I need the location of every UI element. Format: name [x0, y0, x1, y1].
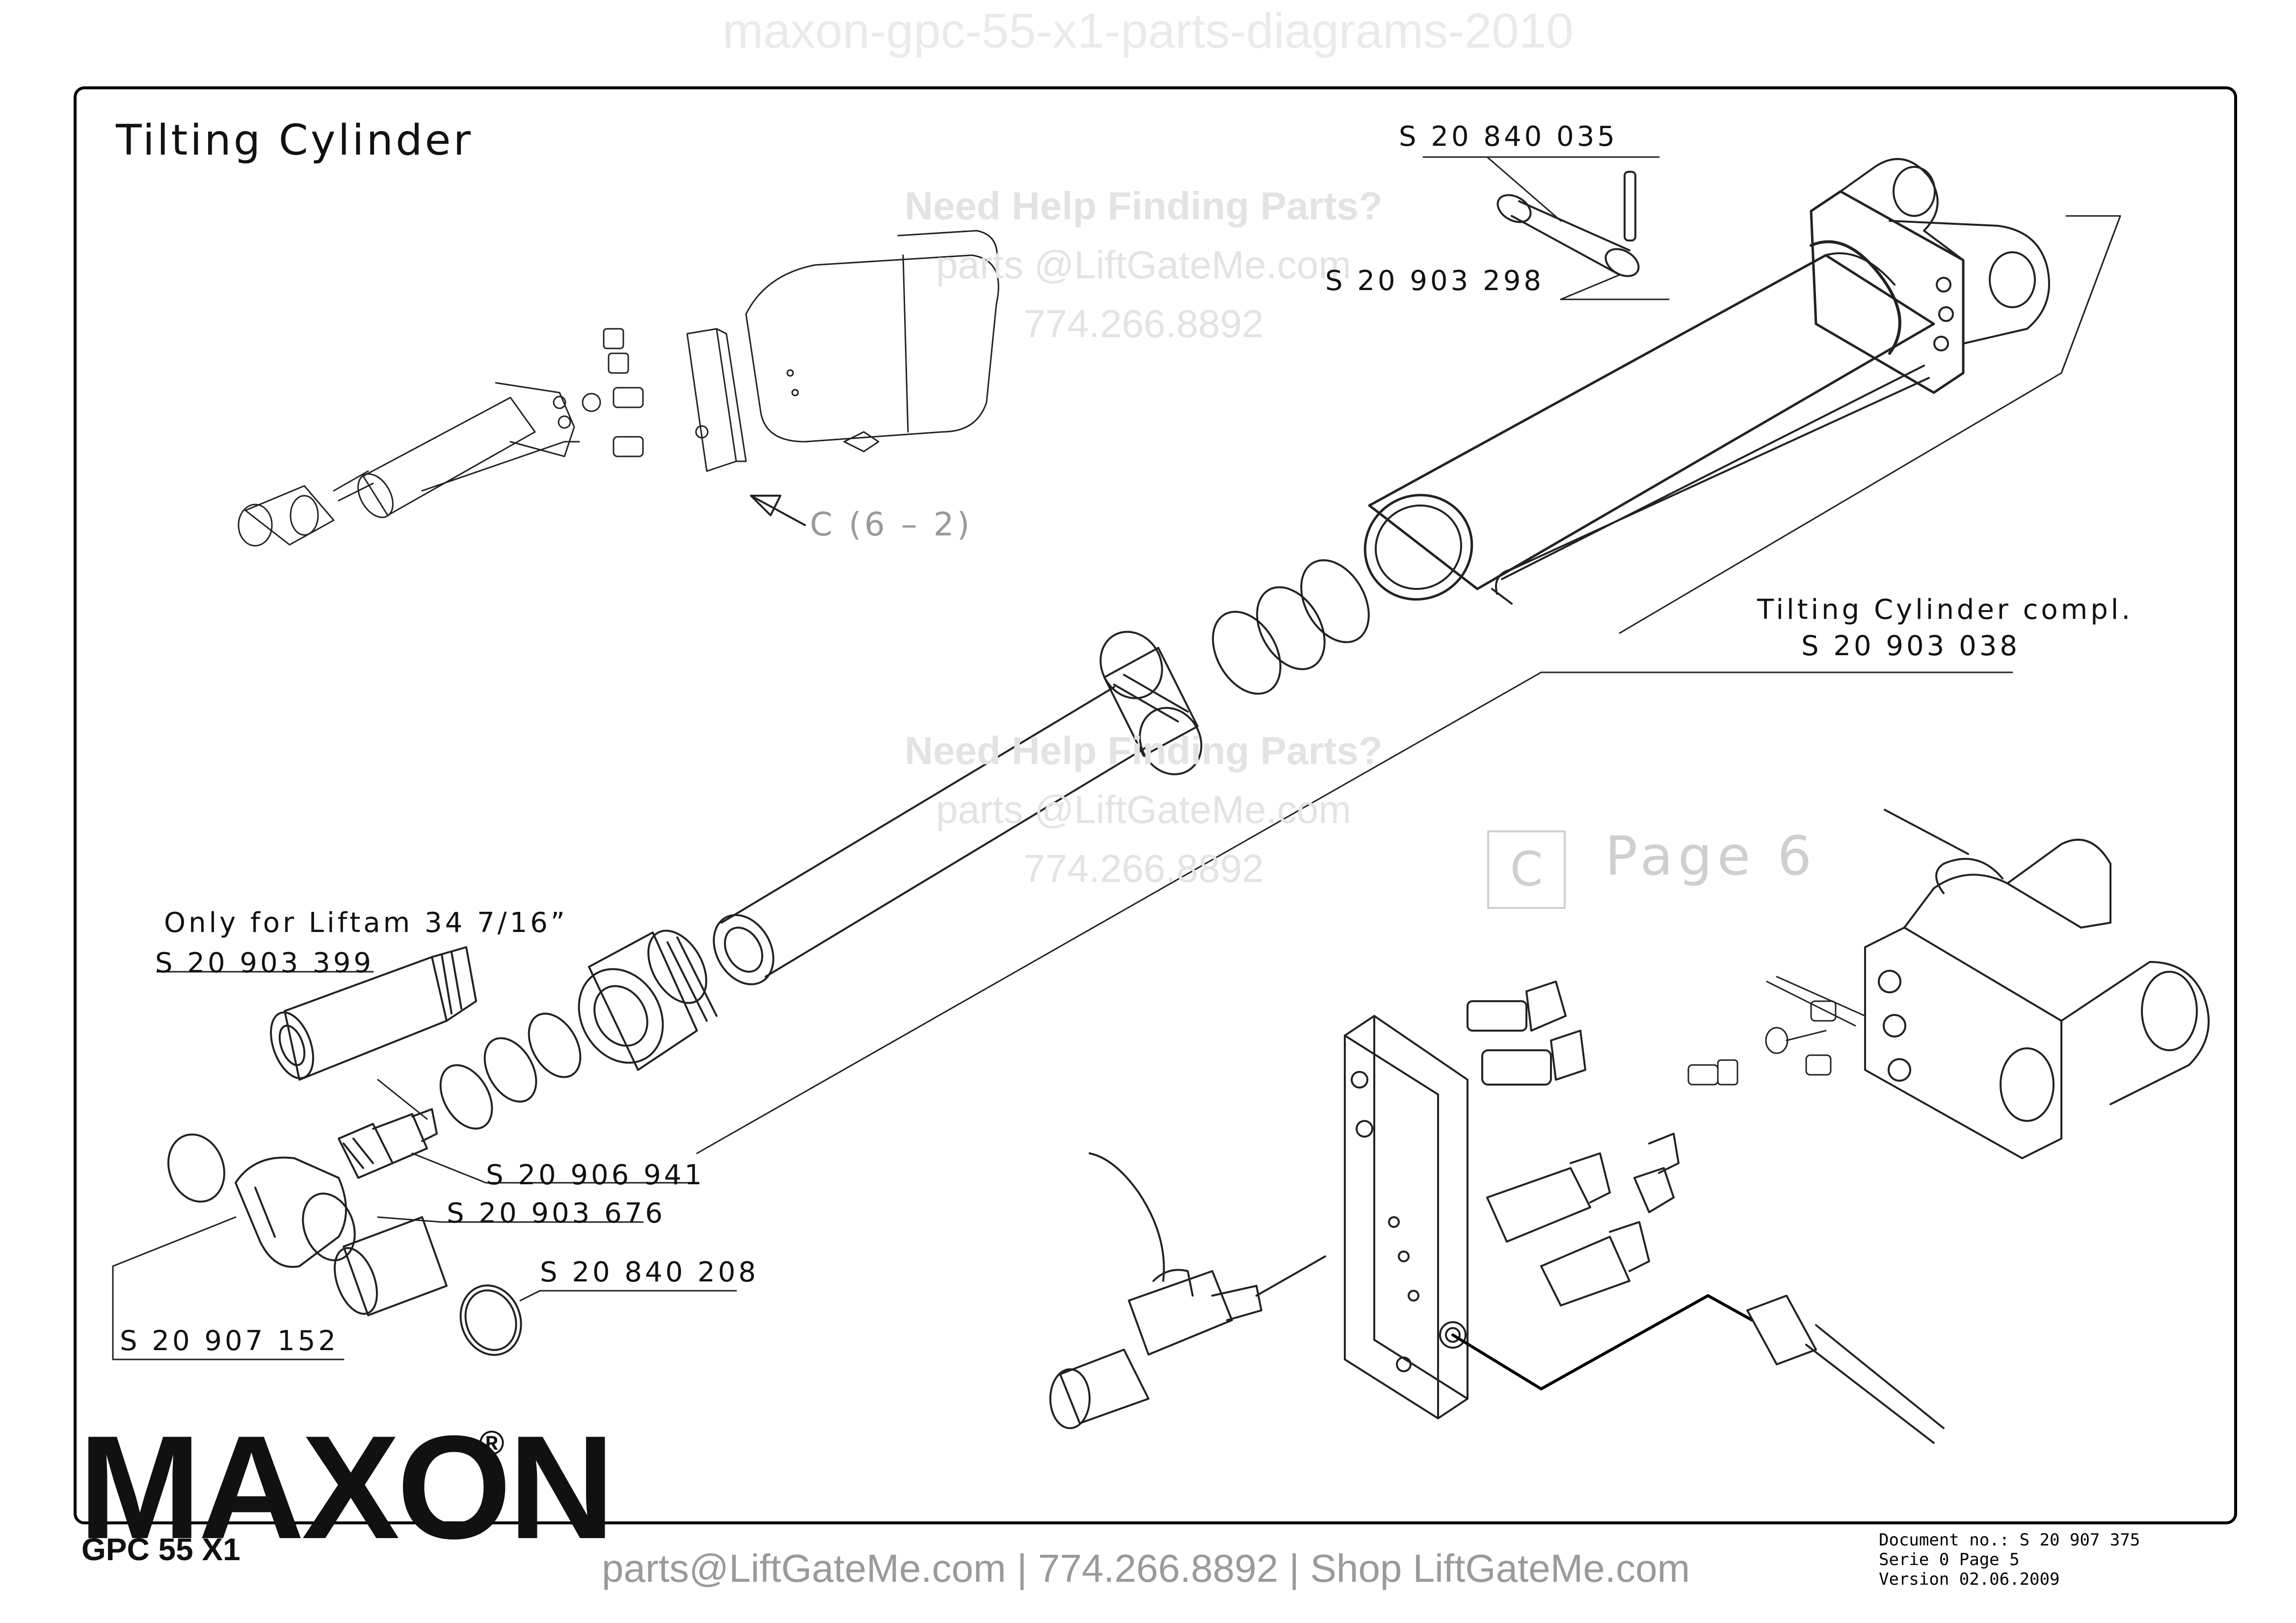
help-phone: 774.266.8892 [1023, 302, 1264, 346]
view-arrow-c [750, 495, 806, 526]
footer-contact: parts@LiftGateMe.com | 774.266.8892 | Sh… [602, 1546, 1690, 1590]
help-heading: Need Help Finding Parts? [905, 184, 1383, 228]
callout-cylinder-name: Tilting Cylinder compl. [1757, 594, 2134, 626]
maxon-logo: MAXON [79, 1405, 615, 1570]
pin-and-bolt [1422, 156, 1670, 300]
detail-c-fittings [1467, 981, 1680, 1306]
model-name: GPC 55 X1 [81, 1532, 240, 1567]
help-email: parts @LiftGateMe.com [936, 243, 1351, 287]
detail-c-hose [1451, 1294, 1945, 1444]
detail-c-clevis [1864, 809, 2210, 1159]
document-info: Document no.: S 20 907 375 Serie 0 Page … [1879, 1530, 2140, 1589]
help-watermark-top: Need Help Finding Parts? parts @LiftGate… [825, 177, 1463, 353]
callout-cylinder-part: S 20 903 038 [1801, 630, 2020, 662]
callout-oring: S 20 840 208 [540, 1256, 759, 1288]
pump-housing [745, 230, 999, 452]
gland [578, 930, 718, 1071]
callout-elbow: S 20 907 152 [120, 1325, 339, 1357]
callout-leader-cylinder [696, 671, 1542, 1154]
cylinder-clevis [1810, 158, 2050, 394]
detail-c-sensor [1049, 1152, 1326, 1429]
callout-bolt: S 20 903 298 [1325, 265, 1544, 297]
hex-fitting [338, 1108, 438, 1179]
detail-c-valve-block [1344, 1015, 1468, 1419]
callout-liftam-part: S 20 903 399 [155, 947, 374, 979]
hydraulic-line [1491, 365, 1930, 605]
page-watermark: maxon-gpc-55-x1-parts-diagrams-2010 [722, 3, 1574, 58]
detail-page-label: Page 6 [1605, 825, 1817, 887]
detail-c-small-fittings [1687, 976, 1866, 1086]
view-reference-c: C (6 – 2) [810, 506, 973, 543]
callout-fitting: S 20 906 941 [486, 1159, 705, 1191]
help-watermark-middle: Need Help Finding Parts? parts @LiftGate… [825, 721, 1463, 898]
sleeve [334, 1216, 448, 1316]
diagram-title: Tilting Cylinder [116, 116, 473, 165]
document-serie: Serie 0 Page 5 [1879, 1550, 2020, 1570]
small-cylinder-assembly [238, 382, 601, 547]
piston-seals [1212, 559, 1370, 695]
callout-nipple: S 20 903 676 [447, 1197, 666, 1229]
fittings-top [603, 328, 747, 472]
callout-liftam-note: Only for Liftam 34 7/16” [164, 907, 568, 939]
help-phone: 774.266.8892 [1023, 847, 1264, 890]
piston-rod [713, 686, 1149, 985]
registered-mark: ® [479, 1424, 505, 1462]
gland-seals [439, 1012, 582, 1130]
cylinder-barrel [1363, 240, 1935, 601]
help-heading: Need Help Finding Parts? [905, 729, 1383, 772]
document-number: Document no.: S 20 907 375 [1879, 1530, 2140, 1550]
elbow-fitting [167, 1133, 356, 1268]
help-email: parts @LiftGateMe.com [936, 788, 1351, 831]
callout-pin: S 20 840 035 [1399, 121, 1618, 153]
callout-leaders-left [112, 971, 737, 1360]
document-version: Version 02.06.2009 [1879, 1570, 2060, 1589]
drawing-frame [74, 86, 2237, 1524]
piston-head [1099, 631, 1202, 775]
adapter-liftam [270, 946, 477, 1120]
detail-box-c: C [1487, 830, 1566, 909]
o-ring [459, 1284, 522, 1356]
